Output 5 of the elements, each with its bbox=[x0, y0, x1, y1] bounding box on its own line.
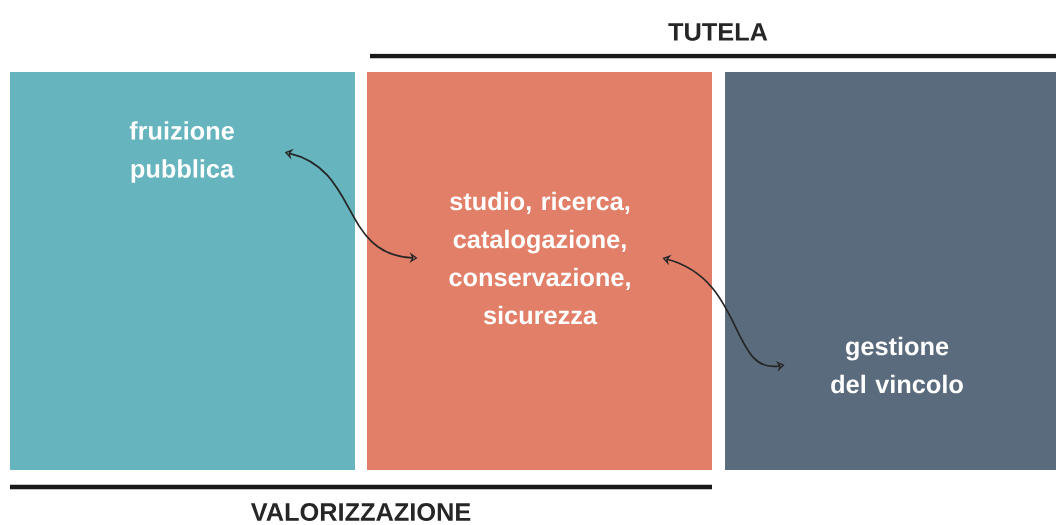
section-label: TUTELA bbox=[668, 23, 768, 41]
section-label: VALORIZZAZIONE bbox=[250, 503, 471, 521]
panel: fruizione pubblica bbox=[10, 72, 355, 470]
panel: gestione del vincolo bbox=[725, 72, 1056, 470]
panel: studio, ricerca, catalogazione, conservazione, sicurezza bbox=[367, 72, 712, 470]
